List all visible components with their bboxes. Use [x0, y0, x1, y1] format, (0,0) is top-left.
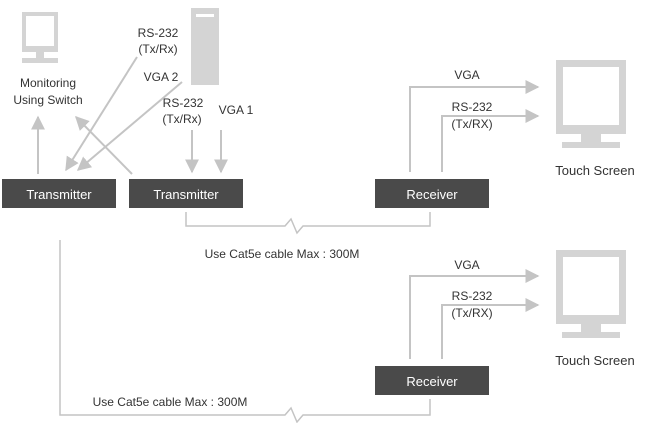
pc-tower-icon [191, 8, 219, 85]
cable-bottom-label: Use Cat5e cable Max : 300M [93, 395, 248, 409]
cable-bottom [59, 240, 431, 423]
txrx-label-top: (Tx/Rx) [138, 42, 177, 56]
touch-screen-top-label: Touch Screen [555, 163, 635, 178]
txrx-label-mid: (Tx/Rx) [162, 112, 201, 126]
monitoring-monitor-icon [22, 12, 58, 63]
vga-line-top [409, 80, 540, 172]
vga-label-top: VGA [454, 68, 479, 82]
rs232-line-top [441, 109, 540, 172]
vga-label-bottom: VGA [454, 258, 479, 272]
rs232-line-bottom [441, 298, 540, 359]
txrx-label-r2: (Tx/RX) [451, 306, 492, 320]
rs232-label-r1: RS-232 [452, 100, 493, 114]
feedback-line [75, 116, 133, 175]
receiver-bottom: Receiver [375, 366, 489, 395]
transmitter-right-label: Transmitter [153, 187, 219, 202]
vga2-line [76, 81, 183, 171]
transmitter-left: Transmitter [2, 179, 116, 208]
monitoring-label-line1: Monitoring [20, 76, 76, 90]
vga-line-bottom [409, 269, 540, 359]
touch-screen-bottom-icon [556, 250, 626, 338]
cable-top-label: Use Cat5e cable Max : 300M [205, 247, 360, 261]
rs232-label-mid: RS-232 [163, 96, 204, 110]
txrx-label-r1: (Tx/RX) [451, 117, 492, 131]
rs232-label-top: RS-232 [138, 26, 179, 40]
receiver-top-label: Receiver [406, 187, 458, 202]
monitoring-label-line2: Using Switch [13, 93, 82, 107]
cable-top [185, 212, 431, 235]
transmitter-right: Transmitter [129, 179, 243, 208]
touch-screen-bottom-label: Touch Screen [555, 353, 635, 368]
receiver-bottom-label: Receiver [406, 374, 458, 389]
rs232-line-to-left-transmitter [65, 56, 138, 172]
touch-screen-top-icon [556, 60, 626, 148]
receiver-top: Receiver [375, 179, 489, 208]
rs232-label-r2: RS-232 [452, 289, 493, 303]
transmitter-left-label: Transmitter [26, 187, 92, 202]
vga1-label: VGA 1 [219, 103, 254, 117]
vga2-label: VGA 2 [144, 70, 179, 84]
